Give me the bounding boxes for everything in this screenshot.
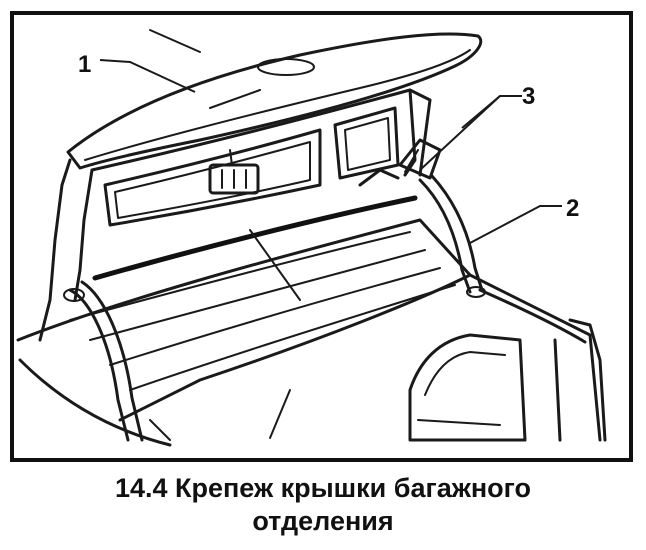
callout-1-label: 1: [78, 51, 91, 78]
left-hinge: [63, 280, 144, 442]
figure-caption: 14.4 Крепеж крышки багажного отделения: [0, 472, 646, 538]
callout-3: 3: [419, 83, 535, 171]
callout-2: 2: [469, 195, 579, 244]
luggage-floor: [16, 218, 472, 447]
callout-2-label: 2: [566, 195, 579, 222]
right-side-body: [408, 273, 607, 442]
trunk-lid-illustration: 1 3 2: [10, 11, 633, 462]
callout-3-label: 3: [522, 83, 535, 110]
caption-line-1: 14.4 Крепеж крышки багажного: [114, 473, 532, 503]
gas-strut: [418, 174, 486, 298]
caption-line-2: отделения: [252, 506, 394, 536]
figure-frame: [10, 11, 633, 462]
trunk-lid: [38, 29, 483, 342]
callout-1: 1: [78, 51, 196, 93]
strut-mount: [358, 138, 442, 187]
